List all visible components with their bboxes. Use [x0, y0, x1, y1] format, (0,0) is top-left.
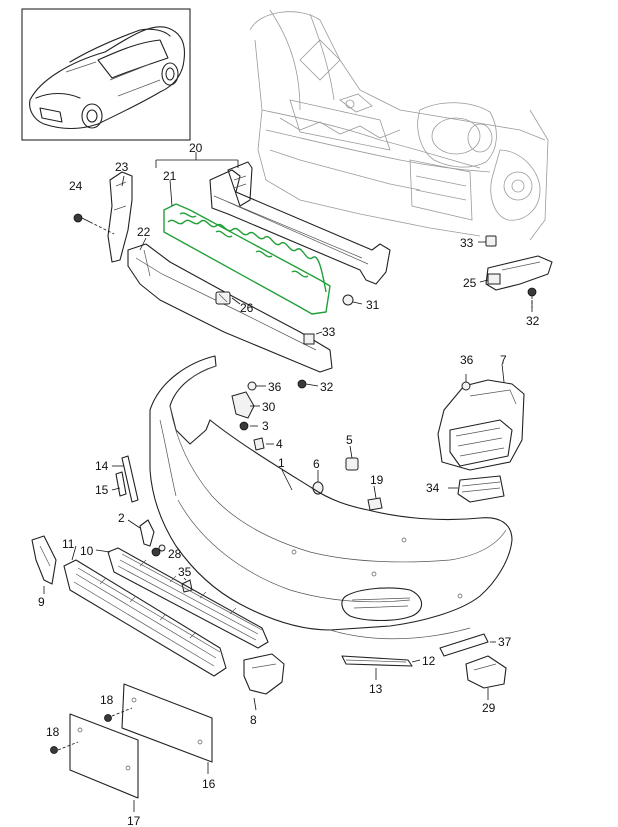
part-19-clip: [367, 497, 383, 511]
part-18-screws: [50, 707, 133, 754]
part-26-clip: [215, 291, 231, 305]
callout-29: 29: [482, 701, 496, 715]
callout-11: 11: [62, 537, 75, 551]
vehicle-overview-inset: [21, 8, 191, 141]
callout-36-center: 36: [268, 380, 282, 394]
part-22-lower-support: [127, 243, 333, 373]
callout-23: 23: [115, 160, 129, 174]
callout-33-left: 33: [322, 325, 336, 339]
part-29-bracket-right: [465, 655, 507, 689]
leader-lines: [43, 152, 533, 812]
callout-31: 31: [366, 298, 380, 312]
part-21-energy-absorber: [163, 203, 331, 315]
part-28-clip: [151, 544, 166, 557]
part-14-15-trim-strips: [115, 455, 139, 503]
part-3-clip: [239, 421, 249, 431]
part-17-license-plate: [69, 713, 139, 799]
callout-9: 9: [38, 595, 45, 609]
part-33-nut-right: [485, 235, 497, 247]
callout-5: 5: [346, 433, 353, 447]
callout-13: 13: [369, 682, 383, 696]
part-31-bolt: [342, 294, 363, 306]
callout-28: 28: [168, 547, 182, 561]
part-5-sensor: [345, 457, 359, 471]
callout-32-right: 32: [526, 314, 540, 328]
callout-37: 37: [498, 635, 512, 649]
callout-15: 15: [95, 483, 109, 497]
callout-35: 35: [178, 565, 192, 579]
part-30-cover: [231, 391, 255, 419]
callout-36-right: 36: [460, 353, 474, 367]
callout-21: 21: [163, 169, 177, 183]
callout-25: 25: [463, 276, 477, 290]
callout-26: 26: [240, 301, 254, 315]
callout-24: 24: [69, 179, 83, 193]
callout-3: 3: [262, 419, 269, 433]
callout-1: 1: [278, 456, 285, 470]
callout-33-right: 33: [460, 236, 474, 250]
callout-32-left: 32: [320, 380, 334, 394]
part-8-bracket-left: [243, 653, 285, 695]
part-10-grille-upper: [107, 547, 269, 649]
callout-2: 2: [118, 511, 125, 525]
part-4-pin: [253, 437, 265, 451]
callout-22: 22: [137, 225, 151, 239]
part-20-bumper-carrier: [209, 161, 391, 285]
callout-20: 20: [189, 141, 203, 155]
callout-19: 19: [370, 473, 384, 487]
part-33-nut-left: [303, 333, 315, 345]
callout-labels: 20 21 23 24 22 26 31 33 32 33 25 32 36 7…: [38, 141, 540, 827]
callout-8: 8: [250, 713, 257, 727]
body-background-sketch: [249, 9, 549, 241]
part-23-bracket: [107, 171, 133, 263]
part-7-fog-housing: [437, 379, 525, 471]
part-32-bolt-left: [297, 379, 307, 389]
part-36-screw-center: [247, 381, 266, 391]
callout-10: 10: [80, 544, 94, 558]
part-36-screw-right: [461, 374, 471, 391]
callout-6: 6: [313, 457, 320, 471]
part-2-bracket-small: [139, 519, 155, 547]
part-16-license-plate-bracket: [121, 683, 213, 763]
part-1-bumper-cover: [149, 355, 513, 640]
callout-7: 7: [500, 353, 507, 367]
callout-34: 34: [426, 481, 440, 495]
callout-14: 14: [95, 459, 109, 473]
callout-17: 17: [127, 814, 141, 827]
callout-18-top: 18: [100, 693, 114, 707]
callout-30: 30: [262, 400, 276, 414]
part-34-grille-insert: [457, 475, 505, 503]
callout-12: 12: [422, 654, 436, 668]
callout-16: 16: [202, 777, 216, 791]
callout-4: 4: [276, 437, 283, 451]
part-12-13-trim-lower: [341, 655, 413, 667]
part-25-side-bracket: [485, 255, 553, 291]
callout-18-left: 18: [46, 725, 60, 739]
part-11-grille-lower: [63, 559, 227, 677]
part-37-trim-right: [439, 633, 489, 657]
part-9-side-trim: [31, 535, 57, 585]
part-24-screw: [73, 213, 115, 235]
